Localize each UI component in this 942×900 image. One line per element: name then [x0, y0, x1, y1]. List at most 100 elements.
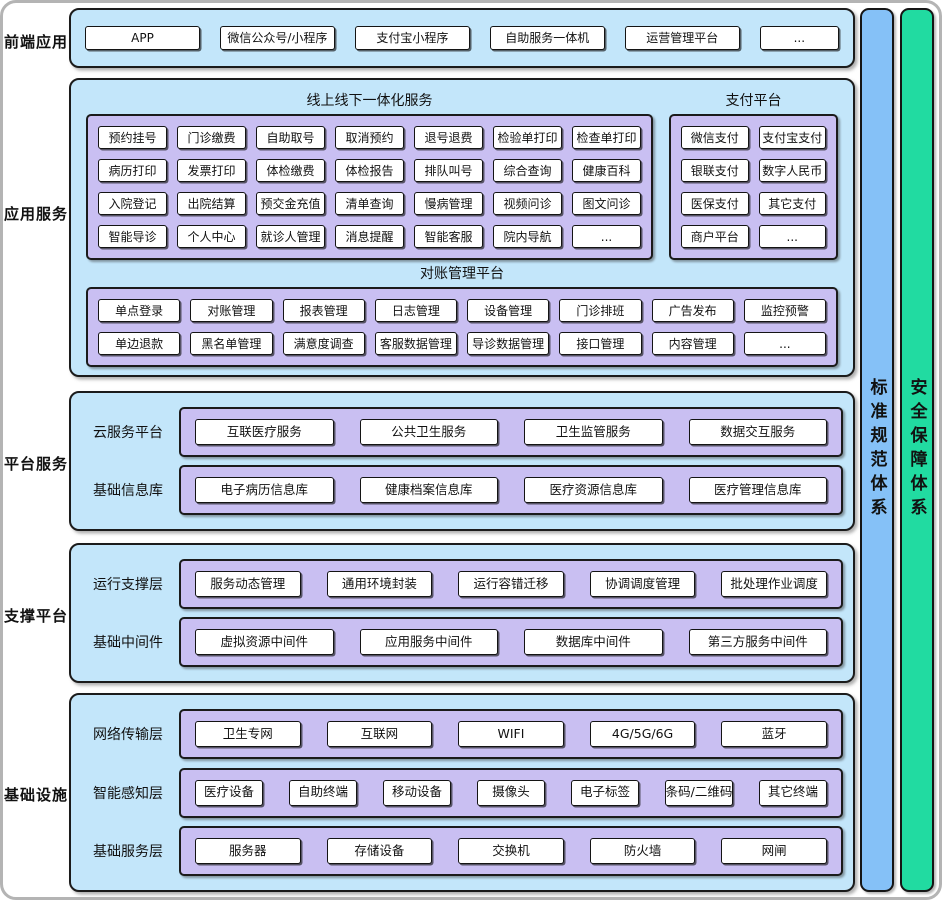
layer-box: 医疗设备 — [195, 779, 263, 806]
layer-label: 基础服务层 — [93, 843, 163, 860]
infra-layer-row: 智能感知层 医疗设备自助终端移动设备摄像头电子标签条码/二维码其它终端 — [77, 767, 843, 818]
layer-box: 摄像头 — [477, 779, 545, 806]
service-box: 智能客服 — [414, 225, 483, 248]
layer-box: 虚拟资源中间件 — [195, 629, 334, 655]
reconciliation-box: 单点登录 — [98, 299, 181, 322]
reconciliation-box: ... — [743, 332, 826, 355]
standard-spec-system-bar: 标准规范体系 — [860, 8, 894, 892]
layer-box: 交换机 — [458, 837, 564, 864]
layer-box: 存储设备 — [326, 837, 433, 864]
service-box: 病历打印 — [98, 159, 167, 182]
layer-box: 协调调度管理 — [589, 571, 696, 597]
online-offline-services-title: 线上线下一体化服务 — [306, 93, 433, 109]
platform-layer-row: 基础信息库 电子病历信息库健康档案信息库医疗资源信息库医疗管理信息库 — [77, 465, 843, 515]
service-box: 视频问诊 — [493, 192, 562, 215]
payment-box: 银联支付 — [681, 159, 749, 182]
reconciliation-box: 导诊数据管理 — [467, 332, 550, 355]
service-box: 消息提醒 — [335, 225, 404, 248]
layer-panel: 医疗设备自助终端移动设备摄像头电子标签条码/二维码其它终端 — [179, 767, 843, 818]
support-layer-row: 运行支撑层 服务动态管理通用环境封装运行容错迁移协调调度管理批处理作业调度 — [77, 559, 843, 609]
row-label: 前端应用 — [3, 33, 68, 51]
service-box: 取消预约 — [335, 126, 404, 149]
service-box: 智能导诊 — [98, 225, 167, 248]
reconciliation-platform-title: 对账管理平台 — [420, 266, 504, 282]
service-box: 慢病管理 — [414, 192, 483, 215]
section-support-platform: 运行支撑层 服务动态管理通用环境封装运行容错迁移协调调度管理批处理作业调度 基础… — [69, 543, 855, 683]
service-box: 体检报告 — [335, 159, 404, 182]
service-box: 发票打印 — [177, 159, 246, 182]
service-box: 健康百科 — [572, 159, 641, 182]
layer-box: 条码/二维码 — [665, 779, 733, 806]
layer-box: 移动设备 — [383, 779, 451, 806]
security-assurance-system-bar: 安全保障体系 — [900, 8, 934, 892]
reconciliation-box: 对账管理 — [190, 299, 273, 322]
layer-box: 网闸 — [721, 837, 827, 864]
layer-panel: 虚拟资源中间件应用服务中间件数据库中间件第三方服务中间件 — [179, 617, 843, 667]
service-box: 个人中心 — [177, 225, 246, 248]
layer-label: 运行支撑层 — [93, 577, 163, 593]
layer-box: 卫生专网 — [195, 721, 301, 748]
reconciliation-box: 日志管理 — [374, 299, 457, 322]
reconciliation-box: 满意度调查 — [282, 332, 365, 355]
support-layer-row: 基础中间件 虚拟资源中间件应用服务中间件数据库中间件第三方服务中间件 — [77, 617, 843, 667]
layer-label: 基础中间件 — [93, 635, 163, 651]
layer-box: 运行容错迁移 — [458, 571, 564, 597]
layer-box: WIFI — [458, 721, 564, 748]
payment-box: 微信支付 — [681, 126, 749, 149]
service-box: 预交金充值 — [256, 192, 325, 215]
layer-box: 数据库中间件 — [524, 629, 663, 655]
service-box: 院内导航 — [493, 225, 562, 248]
online-offline-services-group: 线上线下一体化服务 预约挂号门诊缴费自助取号取消预约退号退费检验单打印检查单打印… — [86, 87, 653, 260]
row-label: 基础设施 — [3, 786, 68, 804]
layer-box: 电子病历信息库 — [195, 477, 334, 503]
layer-box: 公共卫生服务 — [359, 419, 498, 445]
service-box: ... — [572, 225, 641, 248]
application-services-top: 线上线下一体化服务 预约挂号门诊缴费自助取号取消预约退号退费检验单打印检查单打印… — [86, 87, 838, 260]
layer-box: 医疗资源信息库 — [524, 477, 663, 503]
frontend-app-box: ... — [759, 26, 839, 50]
row-label-column: 前端应用应用服务平台服务支撑平台基础设施 — [3, 3, 69, 897]
layer-panel: 服务器存储设备交换机防火墙网闸 — [179, 825, 843, 876]
reconciliation-platform-panel: 单点登录对账管理报表管理日志管理设备管理门诊排班广告发布监控预警单边退款黑名单管… — [86, 287, 838, 367]
reconciliation-group: 对账管理平台 单点登录对账管理报表管理日志管理设备管理门诊排班广告发布监控预警单… — [86, 260, 838, 367]
service-box: 排队叫号 — [414, 159, 483, 182]
reconciliation-box: 监控预警 — [743, 299, 826, 322]
layer-label: 云服务平台 — [93, 425, 163, 441]
online-offline-services-panel: 预约挂号门诊缴费自助取号取消预约退号退费检验单打印检查单打印病历打印发票打印体检… — [86, 114, 653, 260]
layer-label: 智能感知层 — [93, 785, 163, 802]
layer-panel: 互联医疗服务公共卫生服务卫生监管服务数据交互服务 — [179, 407, 843, 457]
layer-box: 批处理作业调度 — [721, 571, 827, 597]
layer-panel: 电子病历信息库健康档案信息库医疗资源信息库医疗管理信息库 — [179, 465, 843, 515]
layer-box: 应用服务中间件 — [359, 629, 498, 655]
service-box: 预约挂号 — [98, 126, 167, 149]
reconciliation-box: 报表管理 — [282, 299, 365, 322]
service-box: 退号退费 — [414, 126, 483, 149]
security-assurance-system-label: 安全保障体系 — [906, 378, 927, 522]
payment-box: 支付宝支付 — [758, 126, 826, 149]
layer-label: 网络传输层 — [93, 727, 163, 744]
service-box: 自助取号 — [256, 126, 325, 149]
reconciliation-box: 接口管理 — [559, 332, 642, 355]
payment-platform-panel: 微信支付支付宝支付银联支付数字人民币医保支付其它支付商户平台... — [669, 114, 838, 260]
frontend-app-box: 运营管理平台 — [624, 26, 740, 50]
frontend-app-box: 自助服务一体机 — [489, 26, 605, 50]
service-box: 清单查询 — [335, 192, 404, 215]
payment-box: 医保支付 — [681, 192, 749, 215]
frontend-app-box: APP — [85, 26, 200, 50]
service-box: 检查单打印 — [572, 126, 641, 149]
payment-box: 其它支付 — [758, 192, 826, 215]
infra-layer-row: 基础服务层 服务器存储设备交换机防火墙网闸 — [77, 825, 843, 876]
section-application-services: 线上线下一体化服务 预约挂号门诊缴费自助取号取消预约退号退费检验单打印检查单打印… — [69, 78, 855, 377]
layer-panel: 服务动态管理通用环境封装运行容错迁移协调调度管理批处理作业调度 — [179, 559, 843, 609]
layer-box: 4G/5G/6G — [589, 721, 696, 748]
service-box: 检验单打印 — [493, 126, 562, 149]
reconciliation-box: 黑名单管理 — [190, 332, 273, 355]
layer-box: 数据交互服务 — [688, 419, 827, 445]
layer-label: 基础信息库 — [93, 483, 163, 499]
